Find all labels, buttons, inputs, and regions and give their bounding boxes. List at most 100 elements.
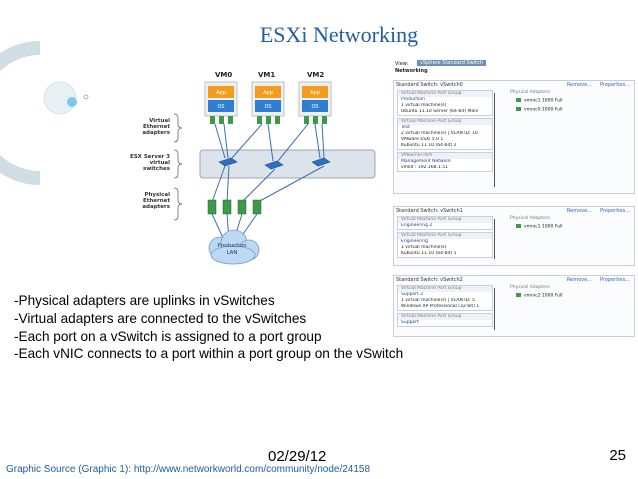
port-group-line: Engineering 2 — [401, 223, 433, 228]
virtual-nic — [266, 116, 271, 124]
nic-label: vmnic0 1000 Full — [524, 107, 563, 113]
port-group-line: Support — [401, 320, 419, 325]
layer-label: Ethernet — [143, 124, 170, 130]
port-group-line: Virtual Machine Port Group — [398, 217, 492, 223]
port-group-line: VMware ESXi 5.0 1 — [401, 137, 444, 142]
properties-link[interactable]: Properties... — [599, 277, 630, 283]
app-box — [255, 86, 281, 98]
port-group-line: Ubuntu 11.10 Server (64-bit) Main — [401, 109, 479, 114]
port-group-line: Windows XP Professional (32-bit) 1 — [401, 304, 480, 309]
port-group-line: 1 virtual machine(s) | VLAN ID: 5 — [401, 298, 475, 303]
nic-label: vmnic1 1000 Full — [524, 224, 563, 230]
app-box — [302, 86, 328, 98]
os-box — [302, 100, 328, 112]
port-group-line: Virtual Machine Port Group — [398, 233, 492, 239]
nic-icon — [516, 107, 521, 111]
port-group-line: VMkernel Port — [398, 153, 492, 159]
slide-date: 02/29/12 — [268, 448, 327, 465]
bullet-3: -Each port on a vSwitch is assigned to a… — [14, 329, 322, 344]
switch-connector — [494, 219, 495, 259]
vswitch-name: Standard Switch: vSwitch2 — [396, 277, 463, 283]
os-label: OS — [311, 104, 318, 110]
layer-label: virtual — [150, 160, 170, 166]
port-group-line: Test — [401, 125, 410, 130]
port-group-line: Kubuntu 11.10 (64-bit) 1 — [401, 251, 457, 256]
physical-nic[interactable]: vmnic0 1000 Full — [516, 107, 563, 113]
properties-link[interactable]: Properties... — [599, 208, 630, 214]
properties-link[interactable]: Properties... — [599, 82, 630, 88]
physical-nic[interactable]: vmnic1 1000 Full — [516, 224, 563, 230]
bullet-2: -Virtual adapters are connected to the v… — [14, 311, 307, 326]
remove-link[interactable]: Remove... — [566, 277, 592, 283]
vswitch-name: Standard Switch: vSwitch0 — [396, 82, 463, 88]
os-box — [208, 100, 234, 112]
nic-icon — [516, 224, 521, 228]
nic-icon — [516, 98, 521, 102]
vm2-label: VM2 — [307, 71, 324, 79]
os-box — [255, 100, 281, 112]
physical-adapters-label: Physical Adapters — [510, 285, 550, 290]
physical-adapters-label: Physical Adapters — [510, 216, 550, 221]
virtual-nic — [228, 116, 233, 124]
virtual-nic — [257, 116, 262, 124]
port-group-line: Engineering — [401, 239, 428, 244]
app-label: App — [216, 90, 226, 96]
virtual-nic — [219, 116, 224, 124]
vswitch-panel-1: Standard Switch: vSwitch1 Remove... Proper… — [393, 206, 635, 266]
slide-title: ESXi Networking — [259, 22, 419, 47]
virtual-nic — [275, 116, 280, 124]
app-box — [208, 86, 234, 98]
layer-label: Virtual — [149, 118, 170, 124]
port-group-line: Production — [401, 97, 425, 102]
view-value-tab[interactable]: vSphere Standard Switch — [417, 60, 487, 66]
vsphere-view-bar: View: vSphere Standard Switch Networking — [393, 60, 635, 76]
graphic-source: Graphic Source (Graphic 1): http://www.n… — [6, 464, 371, 475]
nic-icon — [516, 293, 521, 297]
view-label: View: — [395, 61, 409, 67]
layer-label: adapters — [142, 204, 170, 210]
port-group-line: Support 2 — [401, 292, 424, 297]
vswitch-panel-2: Standard Switch: vSwitch2 Remove... Proper… — [393, 275, 635, 337]
layer-label: ESX Server 3 — [130, 154, 170, 160]
switch-connector — [494, 288, 495, 330]
layer-label: Ethernet — [143, 198, 170, 204]
port-group-line: Virtual Machine Port Group — [398, 286, 492, 292]
app-label: App — [310, 90, 320, 96]
virtual-nic — [322, 116, 327, 124]
physical-nic[interactable]: vmnic1 1000 Full — [516, 98, 563, 104]
virtual-nic — [313, 116, 318, 124]
physical-nic[interactable]: vmnic2 1000 Full — [516, 293, 563, 299]
os-label: OS — [217, 104, 224, 110]
physical-adapters-label: Physical Adapters — [510, 90, 550, 95]
remove-link[interactable]: Remove... — [566, 82, 592, 88]
decorative-circles — [0, 41, 89, 185]
app-label: App — [263, 90, 273, 96]
layer-label: adapters — [142, 130, 170, 136]
nic-label: vmnic1 1000 Full — [524, 98, 563, 104]
port-group-line: Virtual Machine Port Group — [398, 314, 492, 320]
virtual-nic — [210, 116, 215, 124]
vm0-label: VM0 — [215, 71, 232, 79]
os-label: OS — [264, 104, 271, 110]
nic-label: vmnic2 1000 Full — [524, 293, 563, 299]
port-group-line: 1 virtual machine(s) — [401, 245, 447, 250]
remove-link[interactable]: Remove... — [566, 208, 592, 214]
page-number: 25 — [609, 447, 626, 464]
port-group-line: Management Network — [401, 159, 451, 164]
port-group-line: 1 virtual machine(s) — [401, 103, 447, 108]
lan-label-line2: LAN — [226, 250, 237, 256]
vswitch-name: Standard Switch: vSwitch1 — [396, 208, 463, 214]
port-group-line: 2 virtual machine(s) | VLAN ID: 10 — [401, 131, 478, 136]
bullet-1: -Physical adapters are uplinks in vSwitc… — [14, 293, 275, 308]
